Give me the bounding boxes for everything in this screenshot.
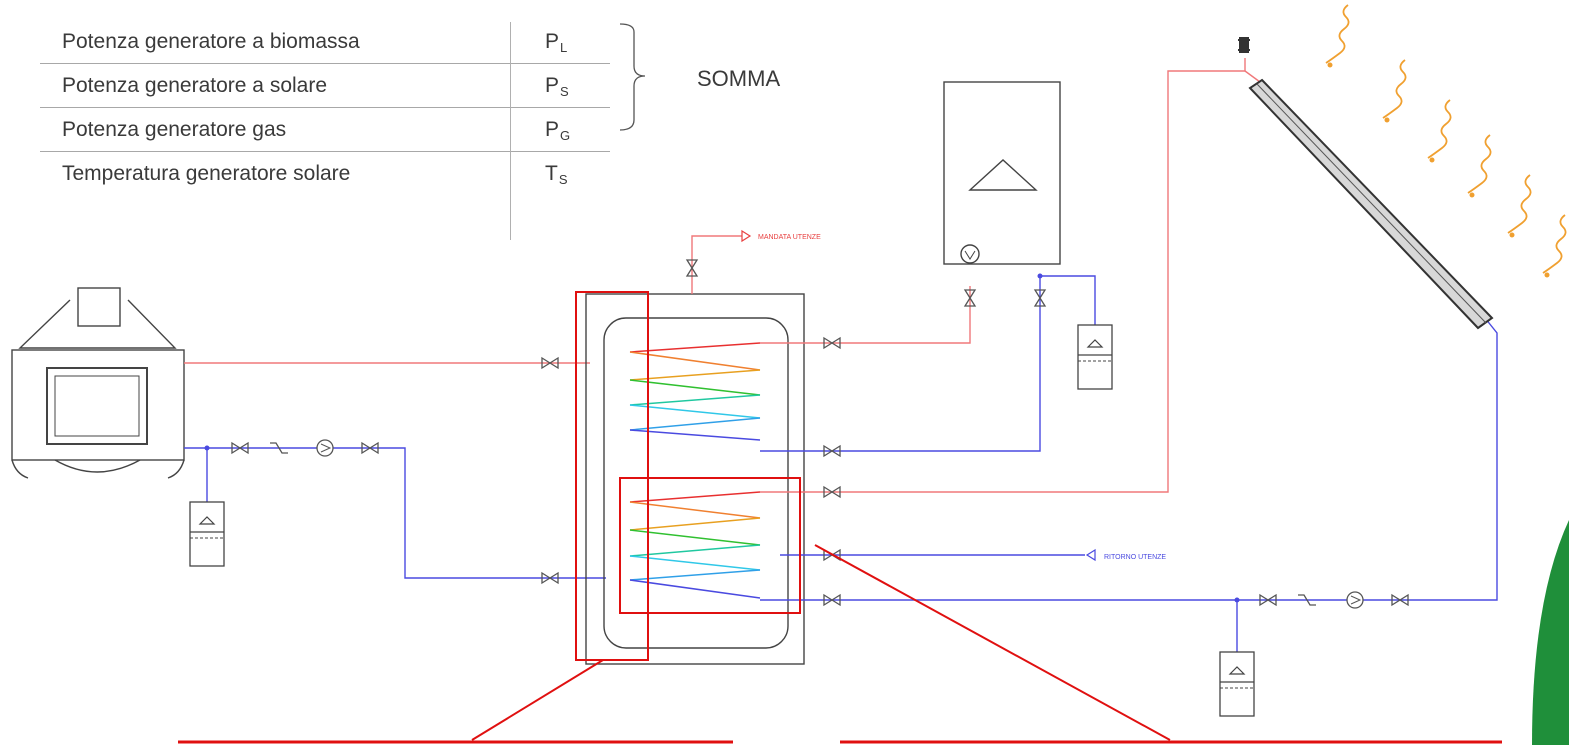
upper-coil bbox=[629, 342, 761, 441]
legend-label: Potenza generatore gas bbox=[62, 118, 287, 141]
biomass-stove bbox=[11, 287, 185, 479]
legend-label: Temperatura generatore solare bbox=[62, 162, 351, 185]
check-valve-icon bbox=[270, 442, 288, 454]
legend-symbol: PS bbox=[545, 74, 569, 99]
solar-collector bbox=[1248, 78, 1494, 330]
return-label: RITORNO UTENZE bbox=[1104, 554, 1166, 561]
legend-symbol: PG bbox=[545, 118, 571, 143]
sum-brace bbox=[619, 23, 646, 131]
arrow-icon bbox=[1085, 548, 1096, 562]
legend-table: Potenza generatore a biomassa PL Potenza… bbox=[40, 20, 610, 195]
lower-coil bbox=[629, 491, 761, 599]
legend-label: Potenza generatore a solare bbox=[62, 74, 328, 97]
legend-row-solar: Potenza generatore a solare PS bbox=[40, 64, 610, 108]
highlight-box-lower-coil bbox=[619, 477, 801, 614]
sun-rays bbox=[1325, 4, 1567, 274]
legend-label: Potenza generatore a biomassa bbox=[62, 30, 360, 53]
gas-boiler bbox=[943, 81, 1061, 265]
highlight-callouts bbox=[178, 291, 1502, 744]
storage-tank bbox=[585, 293, 805, 665]
air-vent-icon bbox=[1238, 37, 1250, 53]
expansion-tank-icon bbox=[189, 501, 225, 567]
legend-row-gas: Potenza generatore gas PG bbox=[40, 108, 610, 152]
check-valve-icon bbox=[1298, 594, 1316, 606]
sum-label: SOMMA bbox=[697, 66, 781, 91]
legend-symbol: TS bbox=[545, 162, 568, 187]
green-accent bbox=[1532, 520, 1569, 745]
legend-row-biomass: Potenza generatore a biomassa PL bbox=[40, 20, 610, 64]
highlight-box-tank-side bbox=[575, 291, 649, 661]
expansion-tank-icon bbox=[1077, 324, 1113, 390]
sun-ray-tips bbox=[1327, 62, 1550, 278]
expansion-tank-icon bbox=[1219, 651, 1255, 717]
supply-label: MANDATA UTENZE bbox=[758, 234, 821, 241]
legend-divider bbox=[510, 22, 511, 240]
legend-row-solar-temp: Temperatura generatore solare TS bbox=[40, 152, 610, 195]
arrow-icon bbox=[741, 229, 752, 243]
legend-symbol: PL bbox=[545, 30, 568, 55]
